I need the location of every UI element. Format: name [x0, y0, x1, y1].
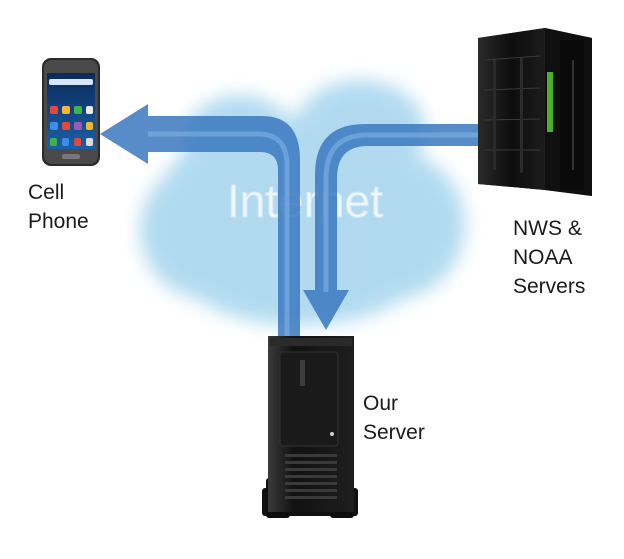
tower-server-icon [262, 336, 358, 518]
smartphone-icon [42, 58, 100, 166]
our-server-label: Our Server [363, 392, 425, 444]
arrow-nws-to-server [303, 124, 483, 330]
server-rack-icon [478, 28, 592, 196]
nws-noaa-servers-label: NWS & NOAA Servers [513, 217, 586, 298]
cell-phone-label: Cell Phone [28, 181, 89, 233]
internet-label: Internet [227, 175, 383, 227]
arrow-server-to-phone [100, 104, 300, 336]
